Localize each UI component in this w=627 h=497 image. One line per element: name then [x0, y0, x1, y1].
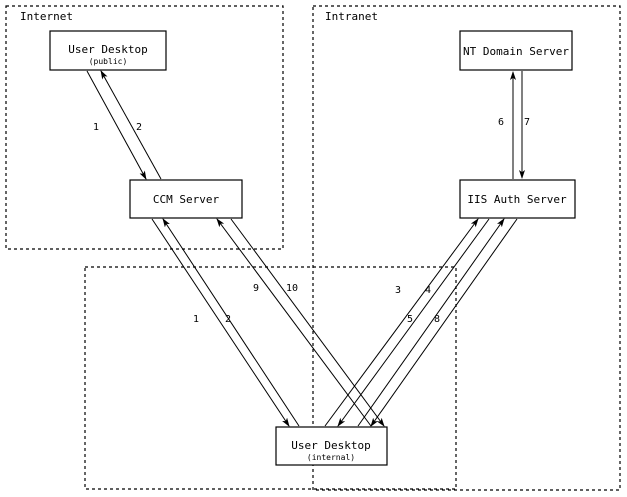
- node-iis-auth-server-box[interactable]: [459, 179, 576, 219]
- flow-arrow-2-internal-to-ccm: [162, 218, 300, 427]
- node-user-desktop-internal-box[interactable]: [275, 426, 388, 466]
- step-label-10: 10: [286, 283, 298, 294]
- step-label-5: 5: [407, 314, 413, 325]
- node-user-desktop-public-subtitle: (public): [89, 57, 128, 66]
- step-label-9: 9: [253, 283, 259, 294]
- zone-internal-border: [84, 266, 457, 490]
- node-nt-domain-server[interactable]: NT Domain Server: [459, 30, 573, 71]
- flow-arrow-5-internal-to-iis: [357, 218, 505, 427]
- flow-arrow-2-ccm-to-public: [100, 70, 162, 180]
- node-user-desktop-internal[interactable]: User Desktop (internal): [275, 426, 388, 466]
- step-label-2-public: 2: [136, 122, 142, 133]
- flow-arrow-1-ccm-to-internal: [151, 218, 290, 427]
- node-ccm-server-title: CCM Server: [153, 193, 220, 206]
- node-user-desktop-public-box[interactable]: [49, 30, 167, 71]
- step-label-3: 3: [395, 285, 401, 296]
- step-label-6: 6: [498, 117, 504, 128]
- flow-arrow-9-internal-to-ccm: [216, 218, 372, 427]
- node-ccm-server-box[interactable]: [129, 179, 243, 219]
- zone-intranet: Intranet: [312, 5, 621, 491]
- flow-arrow-4-iis-to-internal: [337, 218, 490, 427]
- zone-internet-border: [5, 5, 284, 250]
- node-iis-auth-server[interactable]: IIS Auth Server: [459, 179, 576, 219]
- node-iis-auth-server-title: IIS Auth Server: [467, 193, 567, 206]
- zone-intranet-label: Intranet: [325, 10, 378, 23]
- step-label-8: 8: [434, 314, 440, 325]
- node-user-desktop-public-title: User Desktop: [68, 43, 147, 56]
- step-label-1-public: 1: [93, 122, 99, 133]
- zone-internet: Internet: [5, 5, 284, 250]
- node-ccm-server[interactable]: CCM Server: [129, 179, 243, 219]
- node-nt-domain-server-title: NT Domain Server: [463, 45, 569, 58]
- node-user-desktop-public[interactable]: User Desktop (public): [49, 30, 167, 71]
- node-user-desktop-internal-subtitle: (internal): [307, 453, 355, 462]
- flow-arrow-1-public-to-ccm: [86, 70, 147, 180]
- node-user-desktop-internal-title: User Desktop: [291, 439, 370, 452]
- step-label-2-internal: 2: [225, 314, 231, 325]
- zone-intranet-border: [312, 5, 621, 491]
- step-label-7: 7: [524, 117, 530, 128]
- zone-internet-label: Internet: [20, 10, 73, 23]
- node-nt-domain-server-box[interactable]: [459, 30, 573, 71]
- step-label-4: 4: [425, 285, 431, 296]
- zone-internal-network: [84, 266, 457, 490]
- flow-arrow-10-ccm-to-internal: [230, 218, 385, 427]
- step-label-1-internal: 1: [193, 314, 199, 325]
- flow-arrow-3-internal-to-iis: [324, 218, 479, 427]
- flow-arrow-8-iis-to-internal: [370, 218, 518, 427]
